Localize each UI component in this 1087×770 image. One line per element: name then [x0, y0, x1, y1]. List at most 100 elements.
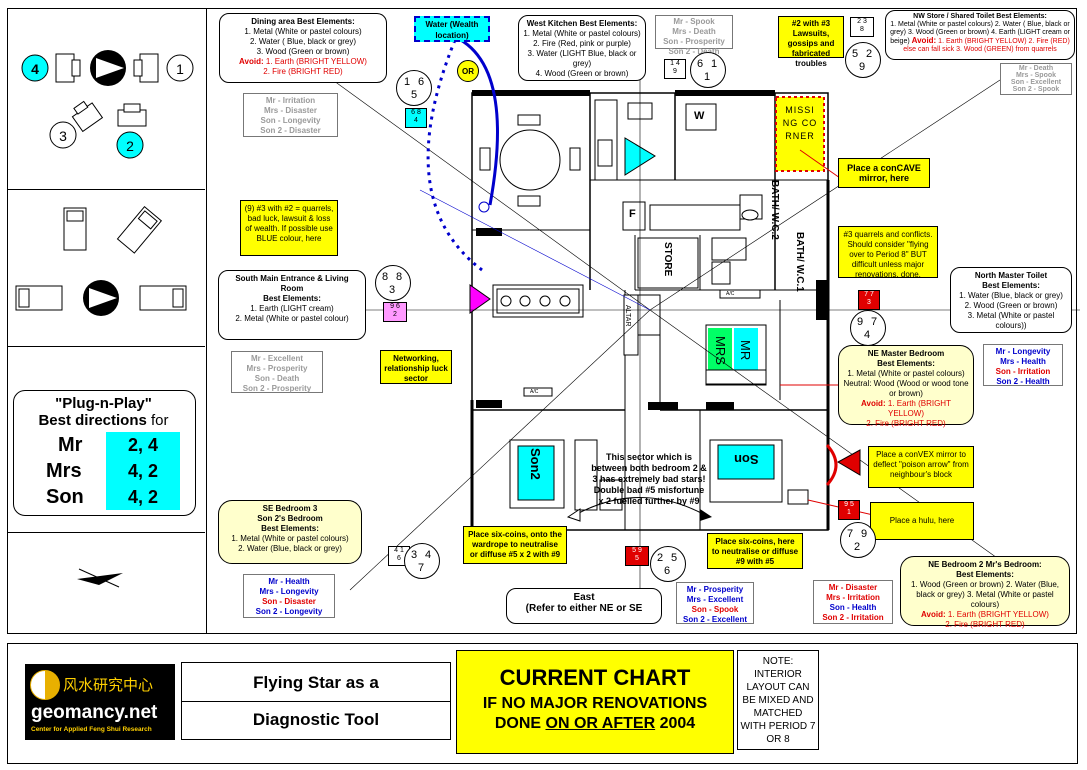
plug-n-play-subtitle: Best directions for — [13, 412, 194, 429]
ne-master-title: NE Master Bedroom — [867, 349, 945, 358]
son-bed-label: Son — [734, 452, 759, 467]
south-star-2: 8 — [396, 271, 403, 283]
sb3-line-1: 1. Metal (White or pastel colours) — [231, 534, 349, 543]
water-wealth-box: Water (Wealth location) — [414, 16, 490, 42]
south-title: South Main Entrance & Living Room — [235, 274, 349, 293]
nt-star-3: 4 — [864, 329, 871, 341]
nb2-sq-1: 9 — [844, 501, 849, 508]
se-bed3-sub: Best Elements: — [261, 524, 319, 533]
tool-title-line-2: Diagnostic Tool — [252, 710, 380, 729]
quarrels-period8-note: #3 quarrels and conflicts. Should consid… — [838, 226, 938, 279]
dining-sq-3: 4 — [414, 117, 418, 124]
ne-bed2-sub: Best Elements: — [956, 570, 1014, 579]
nt-occ-3: Son - Irritation — [995, 367, 1051, 376]
bath-2-label: BATH/ W.C.2 — [769, 180, 780, 240]
lw-star-2: 2 — [866, 48, 873, 60]
ne-master-sub: Best Elements: — [877, 359, 935, 368]
altar-label: ALTAR — [624, 305, 631, 327]
tool-title-divider — [182, 701, 450, 702]
lw-star-3: 9 — [859, 61, 866, 73]
master-bed-mr-label: MR — [738, 340, 753, 361]
west-kitchen-line-2: 2. Fire (Red, pink or purple) — [533, 39, 631, 48]
nt-star-1: 9 — [857, 316, 864, 328]
nb2-sq-3: 1 — [847, 509, 851, 516]
east-sub: (Refer to either NE or SE — [525, 603, 643, 614]
nb2-lines: 1. Wood (Green or brown) 2. Water (Blue,… — [910, 580, 1060, 609]
ac-label: A/C — [530, 389, 539, 395]
dining-star-2: 6 — [418, 76, 425, 88]
sb3-sq-1: 4 — [394, 547, 399, 554]
floor-plan — [220, 19, 1080, 620]
dining-avoid-label: Avoid: — [239, 57, 264, 66]
e-sq-3: 5 — [635, 555, 639, 562]
lawsuits-stars-circle — [845, 42, 881, 78]
legend-marker-1: 1 — [176, 61, 184, 77]
nt-line-1: 1. Water (Blue, black or grey) — [959, 291, 1063, 300]
north-toilet-title: North Master Toilet — [974, 271, 1048, 280]
tool-title-box: Flying Star as a Diagnostic Tool — [181, 662, 451, 740]
nb2-star-3: 2 — [854, 541, 861, 553]
current-chart-line-3a: DONE — [494, 715, 546, 732]
dining-sq-1: 6 — [411, 109, 416, 116]
dining-avoid-2: 2. Fire (BRIGHT RED) — [263, 67, 343, 76]
compass-pointer-icon — [77, 568, 123, 588]
lawsuits-note: #2 with #3 Lawsuits, gossips and fabrica… — [778, 16, 844, 68]
nw-occ-4: Son 2 - Spook — [1012, 86, 1060, 93]
sb3-star-3: 7 — [418, 562, 425, 574]
s-sq-3: 2 — [393, 311, 397, 318]
tool-title-line-1: Flying Star as a — [253, 673, 379, 692]
legend-seating-diagram — [21, 50, 194, 159]
ac-label-2: A/C — [726, 291, 735, 297]
yin-yang-icon — [30, 670, 60, 700]
current-chart-line-3b: ON OR AFTER — [545, 715, 656, 732]
legend-marker-2: 2 — [126, 138, 134, 154]
wk-occ-2: Mrs - Death — [672, 27, 716, 36]
nw-store-title: NW Store / Shared Toilet Best Elements: — [913, 13, 1047, 20]
nw-store-avoid: 1. Earth (BRIGHT YELLOW) 2. Fire (RED) e… — [903, 38, 1070, 53]
nem-line-1: 1. Metal (White or pastel colours) — [847, 369, 965, 378]
east-box: East (Refer to either NE or SE — [506, 588, 662, 624]
dining-occ-4: Son 2 - Disaster — [260, 126, 321, 135]
north-toilet-occupants: Mr - Longevity Mrs - Health Son - Irrita… — [983, 344, 1063, 386]
plug-n-play-subtitle-rest: for — [146, 412, 169, 429]
e-occ-3: Son - Spook — [691, 605, 739, 614]
plug-row-mrs-name: Mrs — [46, 460, 82, 482]
nb2-occ-2: Mrs - Irritation — [826, 593, 880, 602]
bath-1-label: BATH/ W.C.1 — [794, 232, 805, 292]
washer-label: W — [694, 110, 705, 122]
plug-n-play-subtitle-bold: Best directions — [38, 412, 147, 429]
south-occ-4: Son 2 - Prosperity — [242, 384, 312, 393]
e-star-1: 2 — [657, 552, 664, 564]
fridge-label: F — [629, 208, 636, 220]
legend-marker-4: 4 — [31, 61, 39, 77]
south-occ-2: Mrs - Prosperity — [246, 364, 308, 373]
sector-note: This sector which is between both bedroo… — [591, 452, 707, 506]
plug-row-mr-name: Mr — [58, 434, 83, 456]
nt-star-2: 7 — [871, 316, 878, 328]
nw-occ-2: Mrs - Spook — [1015, 72, 1057, 79]
east-stars-circle — [650, 546, 686, 582]
ne-bed2-stars-circle — [840, 522, 876, 558]
sb3-star-2: 4 — [425, 549, 432, 561]
dining-star-3: 5 — [411, 89, 418, 101]
sb3-occ-1: Mr - Health — [268, 577, 310, 586]
nem-line-2: Neutral: Wood (Wood or wood tone or brow… — [843, 379, 969, 398]
e-occ-4: Son 2 - Excellent — [682, 615, 748, 624]
south-star-1: 8 — [382, 271, 389, 283]
wk-sq-3: 9 — [673, 68, 677, 75]
nw-store-occupants: Mr - Death Mrs - Spook Son - Excellent S… — [1000, 63, 1072, 95]
period-note-box: NOTE: INTERIOR LAYOUT CAN BE MIXED AND M… — [737, 650, 819, 750]
e-sq-1: 5 — [632, 547, 637, 554]
north-toilet-sub: Best Elements: — [982, 281, 1040, 290]
e-star-3: 6 — [664, 565, 671, 577]
dining-stars-circle — [396, 70, 432, 106]
nb2-occ-1: Mr - Disaster — [828, 583, 878, 592]
north-toilet-stars-circle — [850, 310, 886, 346]
six-coins-here-note: Place six-coins, here to neutralise or d… — [707, 533, 803, 569]
wk-occ-1: Mr - Spook — [673, 17, 715, 26]
nb2-avoid-1: 1. Earth (BRIGHT YELLOW) — [947, 610, 1049, 619]
sb3-sq-3: 6 — [397, 555, 401, 562]
se-bed3-occupants: Mr - Health Mrs - Longevity Son - Disast… — [243, 574, 335, 618]
water-or-circle: OR — [457, 60, 479, 82]
